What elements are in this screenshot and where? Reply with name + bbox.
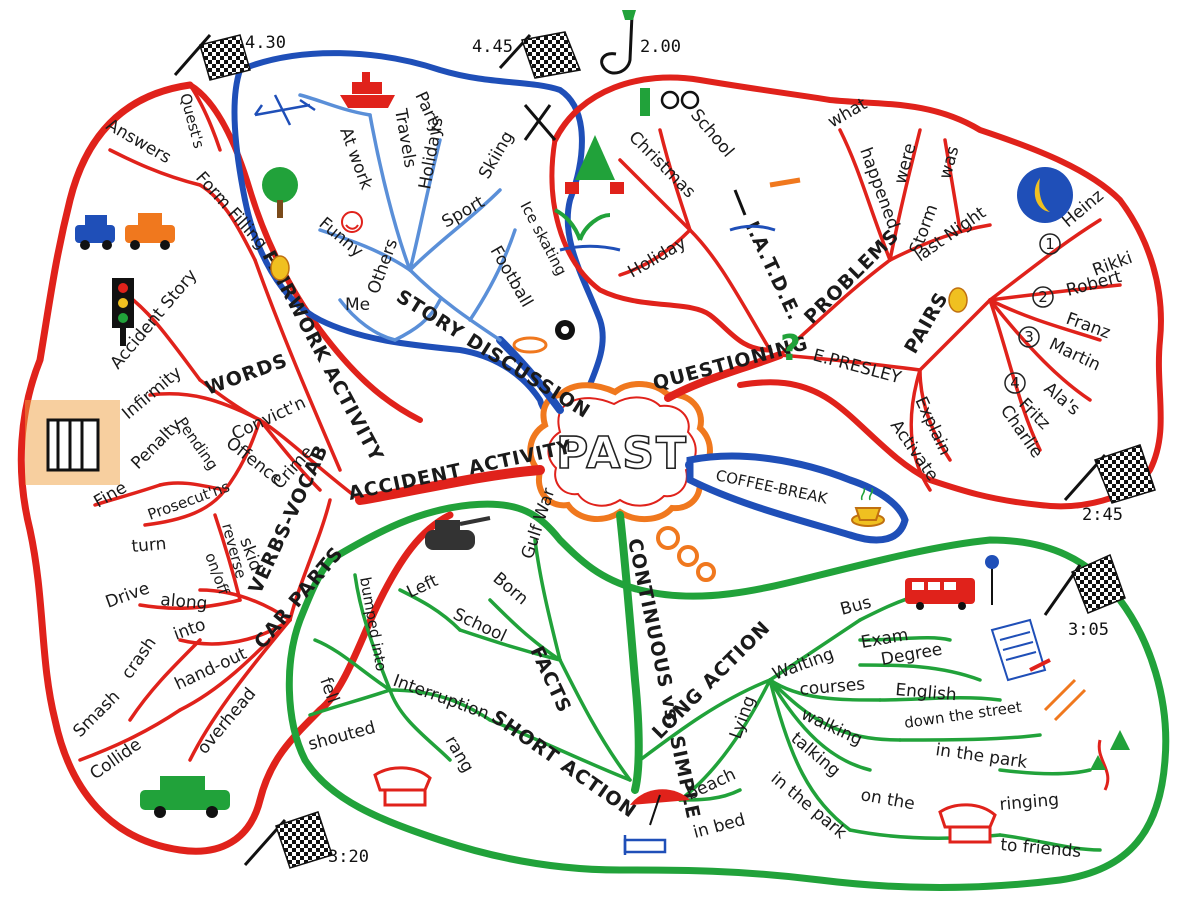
pairwork-answers: Answers bbox=[103, 115, 175, 168]
street-icon bbox=[1045, 680, 1085, 720]
story-football: Football bbox=[486, 243, 537, 311]
flag-icon bbox=[245, 812, 332, 868]
pair-number-4: 4 bbox=[1010, 374, 1020, 392]
book-icon bbox=[640, 88, 650, 116]
bed-icon bbox=[625, 835, 665, 855]
pair-number-2: 2 bbox=[1038, 288, 1048, 306]
accident-smash: Smash bbox=[69, 687, 124, 742]
time-label-200: 2.00 bbox=[640, 37, 681, 57]
night-sky-icon bbox=[1017, 167, 1073, 223]
thought-bubble bbox=[698, 564, 714, 580]
pair-franz: Franz bbox=[1063, 309, 1113, 343]
time-label-445: 4.45 bbox=[472, 37, 513, 57]
prison-icon bbox=[25, 400, 120, 485]
accident-drive: Drive bbox=[103, 578, 152, 612]
questioning-e-presley: E.PRESLEY bbox=[811, 346, 904, 389]
story-at-work: At work bbox=[335, 125, 376, 193]
car-icon bbox=[75, 215, 115, 250]
story-main-label: STORY DISCUSSION bbox=[392, 286, 594, 424]
story-me: Me bbox=[345, 295, 370, 315]
christmas-tree-icon bbox=[565, 135, 624, 194]
continuous-ringing: ringing bbox=[999, 790, 1060, 815]
story-travels: Travels bbox=[390, 106, 420, 169]
flag-icon bbox=[175, 35, 250, 80]
iatde-holiday: Holiday bbox=[625, 233, 690, 282]
time-label-305: 3:05 bbox=[1068, 620, 1109, 640]
accident-collide: Collide bbox=[86, 735, 145, 784]
airplane-icon bbox=[255, 95, 315, 125]
accident-convict: Convict'n bbox=[229, 393, 309, 445]
story-others: Others bbox=[364, 236, 402, 297]
flag-icon bbox=[1065, 445, 1155, 503]
continuous-gulf-war: Gulf War bbox=[518, 486, 560, 562]
accident-into: into bbox=[171, 615, 208, 645]
bus-stop-icon bbox=[985, 555, 999, 605]
continuous-in-the-park: in the park bbox=[934, 740, 1028, 773]
pair-number-3: 3 bbox=[1024, 328, 1034, 346]
thought-bubble bbox=[658, 528, 678, 548]
iatde-school: School bbox=[686, 105, 738, 161]
skis-icon bbox=[525, 105, 555, 140]
continuous-down-the-street: down the street bbox=[903, 698, 1023, 732]
continuous-shouted: shouted bbox=[306, 718, 378, 755]
story-holidays: Holidays bbox=[415, 116, 447, 191]
pear-icon bbox=[949, 288, 967, 312]
story-skiing: Skiing bbox=[475, 128, 518, 183]
continuous-to-friends: to friends bbox=[1000, 835, 1083, 862]
continuous-facts: FACTS bbox=[525, 643, 575, 717]
car-icon bbox=[125, 213, 175, 250]
continuous-fell: fell bbox=[315, 675, 343, 706]
bus-icon bbox=[905, 578, 975, 610]
accident-pending: Pending bbox=[173, 414, 222, 473]
questioning-was: was bbox=[936, 144, 964, 181]
pair-number-1: 1 bbox=[1045, 235, 1055, 253]
continuous-courses: courses bbox=[799, 674, 866, 700]
iatde-main-label: I.A.T.D.E. bbox=[740, 218, 805, 324]
continuous-left: Left bbox=[404, 571, 442, 603]
pairwork-quests: Quest's bbox=[176, 91, 208, 150]
football-icon bbox=[555, 320, 575, 340]
story-funny: Funny bbox=[315, 214, 367, 262]
continuous-english: English bbox=[895, 680, 958, 705]
continuous-on-the: on the bbox=[859, 785, 916, 814]
tree-icon bbox=[262, 167, 298, 218]
thought-bubble bbox=[679, 547, 697, 565]
ice-skates-icon bbox=[514, 338, 546, 352]
questioning-were: were bbox=[891, 141, 921, 186]
time-label-245: 2:45 bbox=[1082, 505, 1123, 525]
question-mark-icon: ? bbox=[780, 328, 801, 369]
accident-words: WORDS bbox=[202, 350, 291, 400]
glasses-icon bbox=[662, 92, 698, 108]
time-label-320: 3:20 bbox=[328, 847, 369, 867]
continuous-in-the-park-2: in the park bbox=[767, 769, 851, 844]
accident-crash: crash bbox=[118, 633, 161, 682]
center-title: PAST bbox=[556, 428, 688, 479]
accident-turn: turn bbox=[131, 534, 168, 557]
swimmer-icon bbox=[730, 180, 800, 230]
continuous-lying: Lying bbox=[726, 693, 760, 741]
story-sport: Sport bbox=[439, 192, 489, 232]
questioning-problems: PROBLEMS bbox=[800, 225, 904, 329]
exam-paper-icon bbox=[992, 620, 1050, 680]
telephone-icon bbox=[375, 768, 430, 805]
ship-icon bbox=[340, 72, 395, 108]
golf-icon bbox=[602, 10, 636, 73]
smiley-icon bbox=[342, 212, 362, 232]
pear-icon bbox=[271, 256, 289, 280]
accident-along: along bbox=[160, 590, 209, 614]
car-icon bbox=[140, 776, 230, 818]
time-label-430: 4.30 bbox=[245, 33, 286, 53]
park-icon bbox=[1090, 730, 1130, 790]
